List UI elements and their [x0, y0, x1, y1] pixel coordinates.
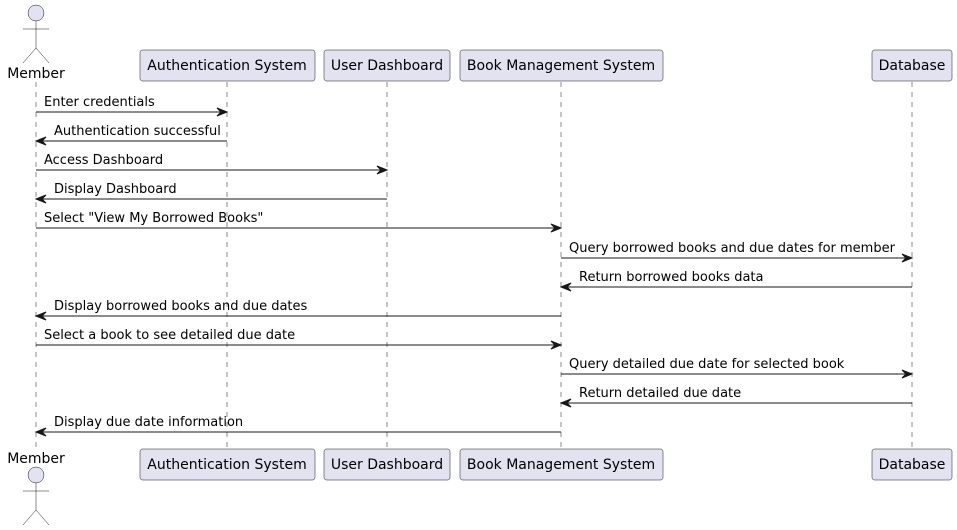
actor-label: Member — [7, 66, 65, 82]
participant-box — [323, 448, 451, 481]
message-12: Display due date information — [34, 415, 561, 437]
actor-icon — [22, 466, 50, 526]
participant-box — [459, 448, 664, 481]
arrowhead-icon — [216, 107, 229, 117]
participant-box — [459, 49, 664, 82]
message-11: Return detailed due date — [559, 386, 912, 408]
message-4: Display Dashboard — [34, 182, 387, 204]
participant-label: Book Management System — [467, 58, 655, 74]
message-label: Display borrowed books and due dates — [54, 299, 308, 314]
participant-auth-top: Authentication System — [139, 49, 316, 82]
message-3: Access Dashboard — [36, 153, 389, 175]
participant-box — [323, 49, 451, 82]
message-9: Select a book to see detailed due date — [36, 328, 563, 350]
message-label: Enter credentials — [44, 95, 155, 110]
arrowhead-icon — [901, 369, 914, 379]
actor-member-top: Member — [7, 4, 65, 82]
message-10: Query detailed due date for selected boo… — [561, 357, 914, 379]
message-label: Authentication successful — [54, 124, 221, 139]
message-5: Select "View My Borrowed Books" — [36, 211, 563, 233]
message-2: Authentication successful — [34, 124, 227, 146]
actor-label: Member — [7, 451, 65, 467]
arrowhead-icon — [376, 165, 389, 175]
participant-bms-bottom: Book Management System — [459, 448, 664, 481]
message-6: Query borrowed books and due dates for m… — [561, 241, 914, 263]
participant-db-top: Database — [871, 49, 953, 82]
participant-label: Authentication System — [147, 457, 306, 473]
message-label: Display Dashboard — [54, 182, 177, 197]
arrowhead-icon — [34, 427, 47, 437]
message-label: Select "View My Borrowed Books" — [44, 211, 263, 226]
participant-auth-bottom: Authentication System — [139, 448, 316, 481]
arrowhead-icon — [550, 340, 563, 350]
participant-bms-top: Book Management System — [459, 49, 664, 82]
actor-member-bottom: Member — [7, 451, 65, 526]
participant-label: User Dashboard — [331, 58, 443, 74]
arrowhead-icon — [34, 311, 47, 321]
participant-db-bottom: Database — [871, 448, 953, 481]
participant-label: Database — [879, 457, 946, 473]
message-label: Select a book to see detailed due date — [44, 328, 295, 343]
participant-box — [871, 49, 953, 82]
participant-label: User Dashboard — [331, 457, 443, 473]
participant-box — [139, 49, 316, 82]
participant-label: Authentication System — [147, 58, 306, 74]
actor-icon — [22, 4, 50, 64]
message-8: Display borrowed books and due dates — [34, 299, 561, 321]
arrowhead-icon — [559, 282, 572, 292]
participant-box — [871, 448, 953, 481]
arrowhead-icon — [559, 398, 572, 408]
message-label: Query borrowed books and due dates for m… — [569, 241, 896, 256]
participant-dash-bottom: User Dashboard — [323, 448, 451, 481]
arrowhead-icon — [34, 136, 47, 146]
message-1: Enter credentials — [36, 95, 229, 117]
message-label: Return detailed due date — [579, 386, 741, 401]
arrowhead-icon — [901, 253, 914, 263]
participant-label: Database — [879, 58, 946, 74]
message-label: Display due date information — [54, 415, 243, 430]
arrowhead-icon — [34, 194, 47, 204]
arrowhead-icon — [550, 223, 563, 233]
participant-box — [139, 448, 316, 481]
message-label: Return borrowed books data — [579, 270, 764, 285]
participant-label: Book Management System — [467, 457, 655, 473]
message-label: Query detailed due date for selected boo… — [569, 357, 845, 372]
message-label: Access Dashboard — [44, 153, 163, 168]
message-7: Return borrowed books data — [559, 270, 912, 292]
participant-dash-top: User Dashboard — [323, 49, 451, 82]
lifelines — [35, 82, 913, 449]
